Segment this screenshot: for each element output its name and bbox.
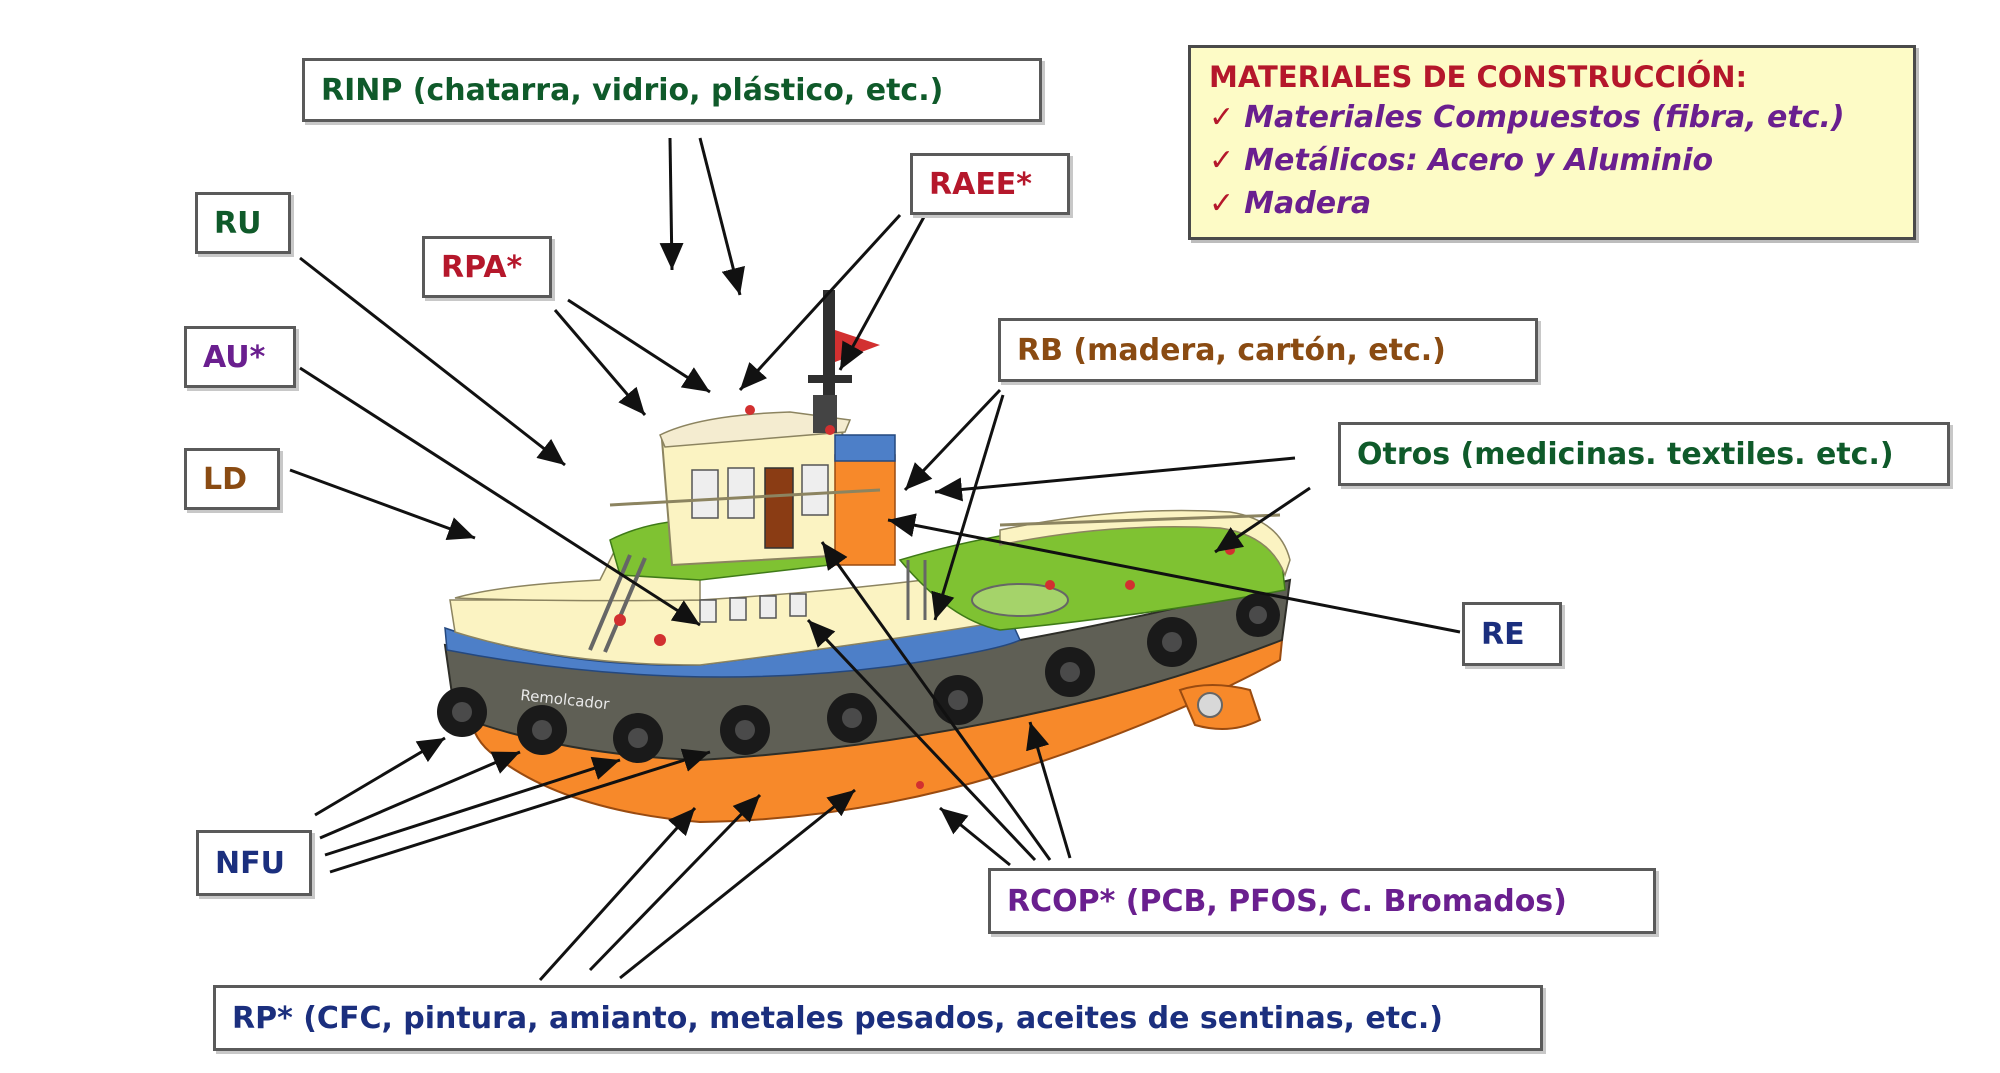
- orange-deckhouse: [834, 454, 896, 566]
- flag: [835, 330, 880, 362]
- arrow-raee: [838, 214, 927, 371]
- materials-item-text: Metálicos: Acero y Aluminio: [1244, 143, 1714, 178]
- stair: [588, 554, 632, 651]
- arrow-rcop: [939, 806, 1011, 867]
- label-ru-text: RU: [214, 205, 262, 241]
- fenders: [437, 593, 1280, 763]
- marker-dot: [825, 425, 835, 435]
- check-icon: ✓: [1209, 186, 1235, 221]
- label-ld: LD: [184, 448, 280, 510]
- materials-item: ✓ Metálicos: Acero y Aluminio: [1209, 139, 1895, 182]
- arrow-rb: [931, 394, 1005, 621]
- label-rpa: RPA*: [422, 236, 552, 298]
- label-rcop-text: RCOP* (PCB, PFOS, C. Bromados): [1007, 883, 1567, 919]
- porthole-window: [789, 593, 807, 617]
- window: [801, 464, 829, 516]
- arrow-rp: [619, 788, 856, 980]
- label-re-text: RE: [1481, 616, 1525, 652]
- rail: [609, 488, 881, 507]
- arrow-au: [299, 366, 701, 627]
- arrow-rcop: [806, 618, 1037, 862]
- check-icon: ✓: [1209, 100, 1235, 135]
- porthole-window: [699, 599, 717, 623]
- arrow-ru: [299, 256, 566, 467]
- arrow-rinp: [698, 137, 745, 296]
- label-ld-text: LD: [203, 461, 248, 497]
- arrows: [289, 137, 1461, 982]
- label-otros-text: Otros (medicinas. textiles. etc.): [1357, 436, 1894, 472]
- arrow-rb: [903, 388, 1002, 492]
- arrow-rp: [588, 793, 762, 972]
- marker-dot: [654, 634, 666, 646]
- stair: [603, 557, 647, 653]
- marker-dot: [1125, 580, 1135, 590]
- arrow-otros: [1214, 486, 1311, 554]
- marker-dot: [916, 781, 924, 789]
- check-icon: ✓: [1209, 143, 1235, 178]
- porthole-window: [729, 597, 747, 621]
- label-otros: Otros (medicinas. textiles. etc.): [1338, 422, 1950, 486]
- arrow-rcop: [820, 541, 1052, 861]
- door: [764, 467, 794, 549]
- arrow-nfu: [319, 750, 521, 840]
- arrow-raee: [738, 213, 902, 392]
- label-rinp: RINP (chatarra, vidrio, plástico, etc.): [302, 58, 1042, 122]
- arrow-rpa: [567, 298, 711, 394]
- arrow-rp: [538, 806, 697, 982]
- label-rpa-text: RPA*: [441, 249, 523, 285]
- arrow-otros: [934, 456, 1296, 502]
- materials-box: MATERIALES DE CONSTRUCCIÓN: ✓ Materiales …: [1188, 45, 1916, 240]
- label-rcop: RCOP* (PCB, PFOS, C. Bromados): [988, 868, 1656, 934]
- materials-item: ✓ Materiales Compuestos (fibra, etc.): [1209, 96, 1895, 139]
- materials-item-text: Materiales Compuestos (fibra, etc.): [1244, 100, 1845, 135]
- porthole-window: [759, 595, 777, 619]
- aft-bulwark: [999, 509, 1291, 578]
- label-rp-text: RP* (CFC, pintura, amianto, metales pesa…: [232, 1000, 1443, 1036]
- marker-dot: [1225, 545, 1235, 555]
- label-raee: RAEE*: [910, 153, 1070, 215]
- materials-title: MATERIALES DE CONSTRUCCIÓN:: [1209, 60, 1748, 94]
- label-ru: RU: [195, 192, 291, 254]
- label-rinp-text: RINP (chatarra, vidrio, plástico, etc.): [321, 72, 944, 108]
- arrow-nfu: [314, 736, 446, 817]
- label-nfu-text: NFU: [215, 845, 285, 881]
- arrow-nfu: [329, 748, 711, 874]
- label-rb: RB (madera, cartón, etc.): [998, 318, 1538, 382]
- marker-dot: [614, 614, 626, 626]
- blue-cap: [834, 434, 896, 462]
- window: [691, 469, 719, 519]
- rail: [999, 513, 1281, 527]
- arrow-ld: [289, 468, 476, 540]
- mast-arm: [808, 375, 852, 383]
- materials-item: ✓ Madera: [1209, 182, 1895, 225]
- arrow-rinp: [659, 137, 684, 271]
- marker-dot: [1045, 580, 1055, 590]
- window: [727, 467, 755, 519]
- label-re: RE: [1462, 602, 1562, 666]
- label-nfu: NFU: [196, 830, 312, 896]
- materials-item-text: Madera: [1244, 186, 1372, 221]
- marker-dot: [745, 405, 755, 415]
- arrow-rcop: [1026, 721, 1072, 859]
- winch: [971, 583, 1069, 617]
- propeller: [1197, 692, 1223, 718]
- label-raee-text: RAEE*: [929, 166, 1032, 202]
- label-rp: RP* (CFC, pintura, amianto, metales pesa…: [213, 985, 1543, 1051]
- label-rb-text: RB (madera, cartón, etc.): [1017, 332, 1446, 368]
- wheelhouse-roof: [659, 411, 852, 448]
- label-au: AU*: [184, 326, 296, 388]
- arrow-nfu: [324, 756, 621, 857]
- arrow-rpa: [553, 309, 647, 416]
- arrow-re: [887, 513, 1461, 634]
- label-au-text: AU*: [203, 339, 266, 375]
